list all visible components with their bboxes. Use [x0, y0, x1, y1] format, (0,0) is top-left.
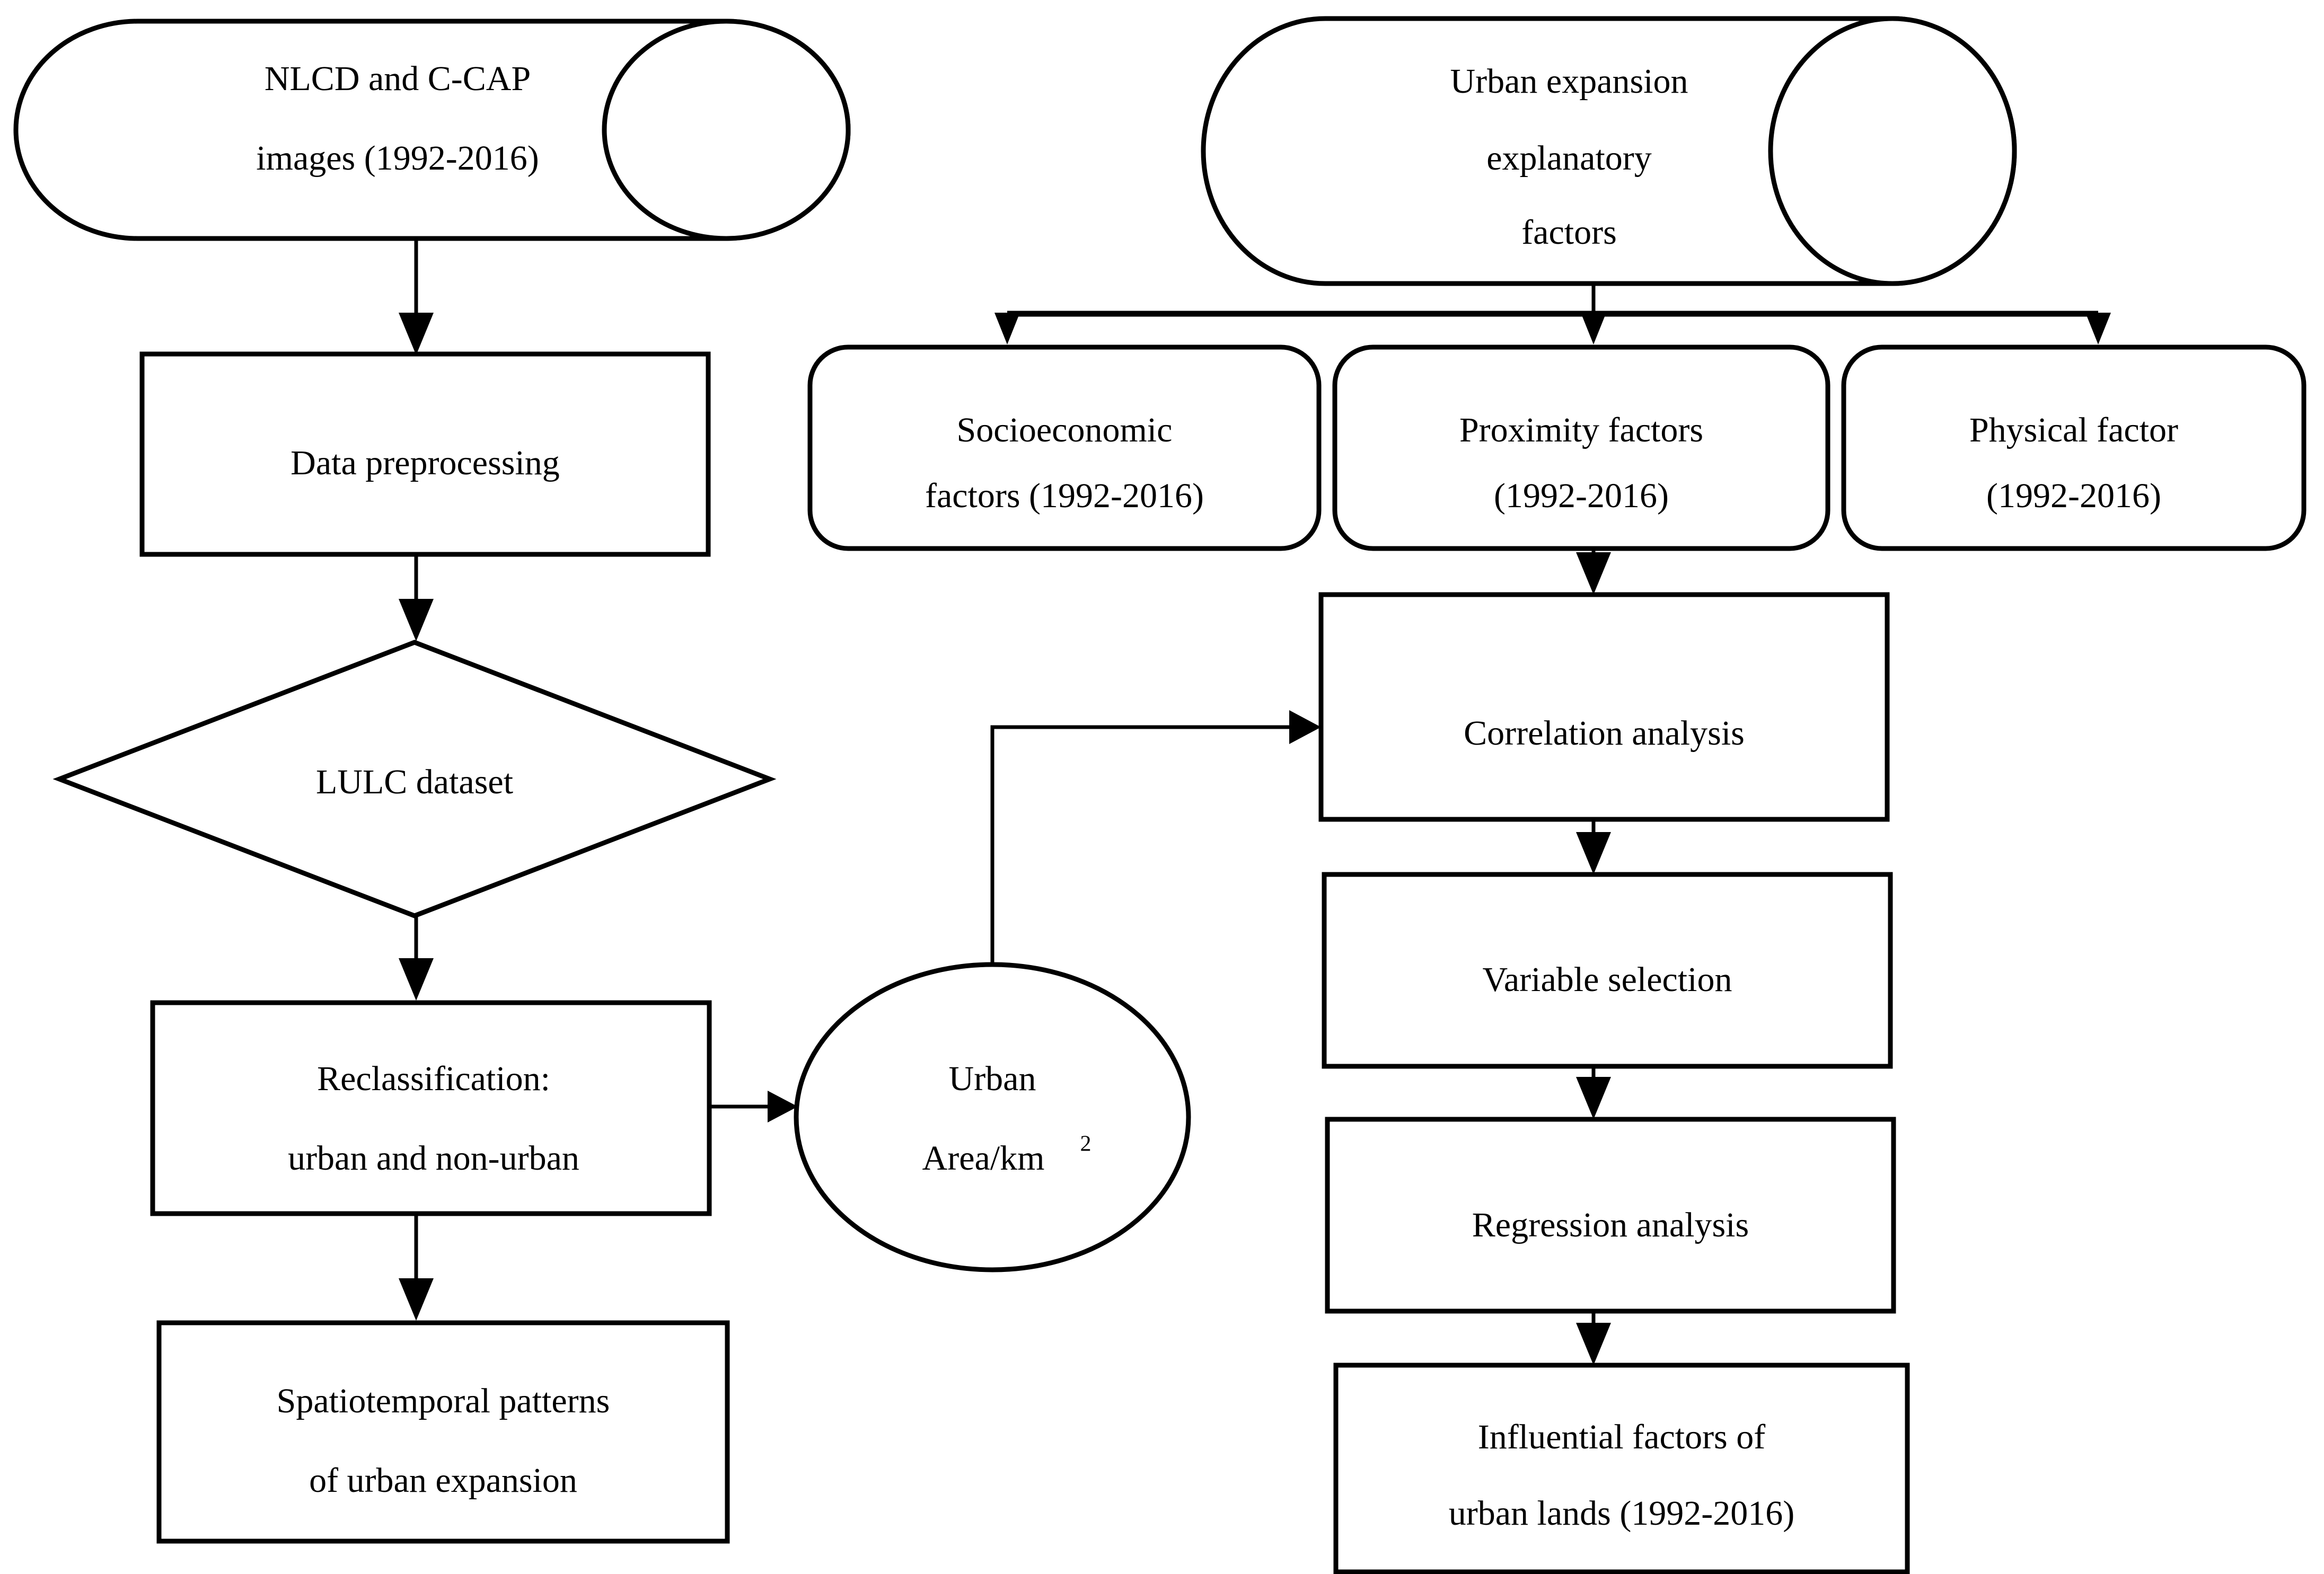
node-lulc-dataset[interactable]: LULC dataset — [52, 640, 777, 918]
urban-area-superscript: 2 — [1080, 1132, 1091, 1156]
edge-reclassification-to-urban-area — [709, 1091, 798, 1122]
node-proximity-factors[interactable]: Proximity factors (1992-2016) — [1332, 344, 1830, 551]
node-urban-area[interactable]: Urban Area/km 2 — [794, 962, 1191, 1272]
data-preprocessing-label: Data preprocessing — [290, 444, 560, 482]
edge-nlcd-to-preprocessing — [399, 236, 434, 355]
proximity-line1: Proximity factors — [1459, 411, 1703, 449]
explanatory-source-line3: factors — [1521, 213, 1617, 252]
influential-line1: Influential factors of — [1478, 1418, 1765, 1456]
regression-analysis-label: Regression analysis — [1472, 1206, 1749, 1244]
node-influential-factors[interactable]: Influential factors of urban lands (1992… — [1333, 1363, 1910, 1574]
edge-correlation-to-variable-selection — [1576, 819, 1611, 874]
node-correlation-analysis[interactable]: Correlation analysis — [1318, 592, 1890, 822]
edge-reclassification-to-spatiotemporal — [399, 1214, 434, 1321]
proximity-line2: (1992-2016) — [1494, 476, 1669, 515]
reclassification-line2: urban and non-urban — [288, 1139, 579, 1178]
physical-line1: Physical factor — [1969, 411, 2178, 449]
spatiotemporal-line2: of urban expansion — [309, 1461, 577, 1500]
edge-explanatory-branch-bus — [994, 281, 2111, 344]
explanatory-source-line2: explanatory — [1486, 139, 1652, 178]
node-explanatory-source[interactable]: Urban expansion explanatory factors — [1201, 16, 2017, 286]
edge-variable-selection-to-regression — [1576, 1065, 1611, 1119]
reclassification-line1: Reclassification: — [317, 1059, 550, 1098]
physical-line2: (1992-2016) — [1986, 476, 2161, 515]
node-data-preprocessing[interactable]: Data preprocessing — [139, 351, 711, 557]
edge-preprocessing-to-lulc — [399, 554, 434, 641]
influential-line2: urban lands (1992-2016) — [1449, 1494, 1795, 1533]
explanatory-source-line1: Urban expansion — [1450, 62, 1688, 101]
edge-regression-to-influential — [1576, 1309, 1611, 1365]
correlation-analysis-label: Correlation analysis — [1464, 714, 1745, 753]
lulc-dataset-label: LULC dataset — [316, 763, 513, 801]
node-spatiotemporal-patterns[interactable]: Spatiotemporal patterns of urban expansi… — [156, 1320, 730, 1544]
node-reclassification[interactable]: Reclassification: urban and non-urban — [150, 1000, 712, 1216]
spatiotemporal-line1: Spatiotemporal patterns — [277, 1382, 610, 1420]
urban-area-line1: Urban — [949, 1059, 1036, 1098]
node-regression-analysis[interactable]: Regression analysis — [1325, 1117, 1896, 1314]
node-physical-factor[interactable]: Physical factor (1992-2016) — [1841, 344, 2307, 551]
nlcd-source-line1: NLCD and C-CAP — [265, 59, 531, 98]
node-nlcd-source[interactable]: NLCD and C-CAP images (1992-2016) — [13, 19, 851, 241]
socioeconomic-line2: factors (1992-2016) — [925, 476, 1204, 515]
nlcd-source-line2: images (1992-2016) — [256, 139, 539, 178]
node-socioeconomic-factors[interactable]: Socioeconomic factors (1992-2016) — [807, 344, 1322, 551]
socioeconomic-line1: Socioeconomic — [957, 411, 1173, 449]
urban-area-line2: Area/km — [922, 1139, 1045, 1178]
edge-urban-area-to-correlation — [990, 710, 1321, 1023]
edge-proximity-to-correlation — [1576, 546, 1611, 595]
node-variable-selection[interactable]: Variable selection — [1322, 872, 1893, 1069]
variable-selection-label: Variable selection — [1483, 960, 1732, 999]
edge-lulc-to-reclassification — [399, 914, 434, 1001]
